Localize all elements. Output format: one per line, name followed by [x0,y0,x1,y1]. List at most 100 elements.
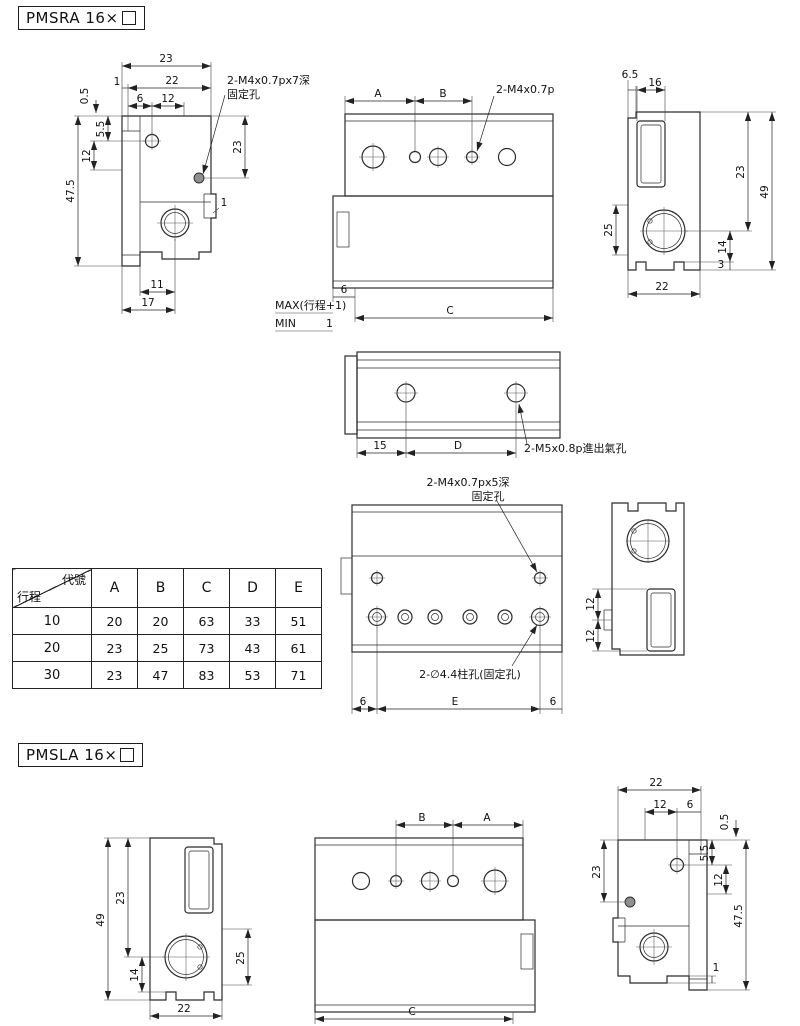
dowel-hole [668,856,686,874]
cell: 25 [137,634,184,662]
dim-left25: 25 [603,223,615,236]
fixing-hole [193,172,205,184]
view-pmsla-side: 22 12 6 0.5 5.5 12 47.5 1 23 [591,777,750,991]
dim-left6: 6 [360,696,367,708]
dim-15: 15 [373,440,386,452]
dim-bot17: 17 [141,297,154,309]
model-title-pmsla: PMSLA 16× [18,743,144,767]
dim-right1: 1 [221,197,228,209]
dim-top16: 16 [648,77,662,89]
dim-B: B [439,88,446,100]
dim-C: C [408,1006,415,1018]
rail-profile [646,588,676,652]
spec-table: 代號 行程 A B C D E 10 20 20 63 33 51 20 23 [12,568,322,689]
dim-right6: 6 [550,696,557,708]
cell: 47 [137,661,184,689]
cell: 20 [137,607,184,635]
dim-A: A [374,88,382,100]
sensor-slot [336,211,350,248]
dim-top1: 1 [114,76,121,88]
cylinder-bore [640,207,688,255]
cell: 23 [91,634,138,662]
view-pmsra-end-rotated: 12 12 [585,502,685,656]
view-pmsla-end: 49 23 14 25 22 [95,837,252,1020]
col-header-B: B [137,568,184,608]
dim-top12: 12 [653,799,666,811]
table-holes [351,867,509,895]
cell: 23 [91,661,138,689]
cell: 33 [229,607,276,635]
dim-right25: 25 [235,951,247,964]
fixing-holes-top [369,570,548,586]
rail-profile [184,846,214,914]
dim-right1: 1 [713,962,720,974]
cylinder-bore [162,933,210,981]
note-fixing-hole-deep7: 2-M4x0.7px7深 [227,74,310,87]
note-pillar-hole: 2-∅4.4柱孔(固定孔) [419,667,521,681]
side-tab [340,557,353,595]
dim-top6: 6 [687,799,694,811]
rail-profile [636,120,666,188]
cell: 51 [275,607,322,635]
cell: 43 [229,634,276,662]
dim-top12: 12 [161,93,174,105]
stroke-20: 20 [12,634,92,662]
col-header-E: E [275,568,322,608]
table-row: 20 23 25 73 43 61 [12,634,322,662]
cell: 73 [183,634,230,662]
col-header-C: C [183,568,230,608]
note-stroke-min: MIN [275,317,296,330]
mounting-hole-row [366,606,551,628]
dim-top6: 6 [137,93,144,105]
view-pmsra-bottom: 15 D 2-M5x0.8p進出氣孔 [344,351,626,458]
stroke-30: 30 [12,661,92,689]
dim-lower12: 12 [585,629,597,642]
note-fixing-hole-deep5: 2-M4x0.7px5深 [427,476,510,489]
model-title-pmsra: PMSRA 16× [18,6,145,30]
cell: 63 [183,607,230,635]
dim-left23: 23 [591,865,603,878]
dim-left12: 12 [81,149,93,162]
dim-right05: 0.5 [719,814,731,831]
dim-top22: 22 [649,777,662,789]
note-fixing-hole-deep7-2: 固定孔 [227,87,260,101]
dim-A: A [483,812,491,824]
dim-left475: 47.5 [65,179,77,202]
stroke-10: 10 [12,607,92,635]
dim-left49: 49 [95,913,107,926]
note-fixing-hole-deep5-2: 固定孔 [472,489,505,503]
bore-hole [157,205,193,241]
fixing-hole [624,896,636,908]
table-row: 30 23 47 83 53 71 [12,661,322,689]
note-air-port: 2-M5x0.8p進出氣孔 [524,441,626,455]
dim-E: E [452,696,459,708]
dim-right55: 5.5 [699,845,711,862]
dim-upper12: 12 [585,597,597,610]
view-pmsla-front: B A C [314,812,536,1024]
dim-right49: 49 [759,185,771,198]
dim-B: B [418,812,425,824]
col-header-A: A [91,568,138,608]
sensor-slot [520,933,534,970]
dim-C: C [446,305,453,317]
dim-left05: 0.5 [79,88,91,105]
table-holes [359,143,517,171]
dim-right475: 47.5 [733,904,745,927]
table-corner-cell: 代號 行程 [12,568,92,608]
dim-right23: 23 [735,165,747,178]
corner-label-stroke: 行程 [17,590,42,604]
view-pmsra-end: 6.5 16 49 23 14 3 25 22 [603,69,776,298]
note-stroke-max: MAX(行程+1) [275,299,346,312]
note-stroke-min-value: 1 [326,317,333,330]
dim-top65: 6.5 [622,69,639,81]
size-placeholder-box [121,11,136,25]
dim-right14: 14 [717,240,729,254]
size-placeholder-box [120,748,135,762]
dim-left55: 5.5 [95,121,107,138]
model-title-pmsra-text: PMSRA 16× [26,9,119,27]
model-title-pmsla-text: PMSLA 16× [26,746,118,764]
end-cap [344,355,358,435]
spec-table-header-row: 代號 行程 A B C D E [12,568,322,608]
view-pmsra-front: A B 2-M4x0.7p 6 C MAX(行程+1) MIN 1 [275,83,554,332]
